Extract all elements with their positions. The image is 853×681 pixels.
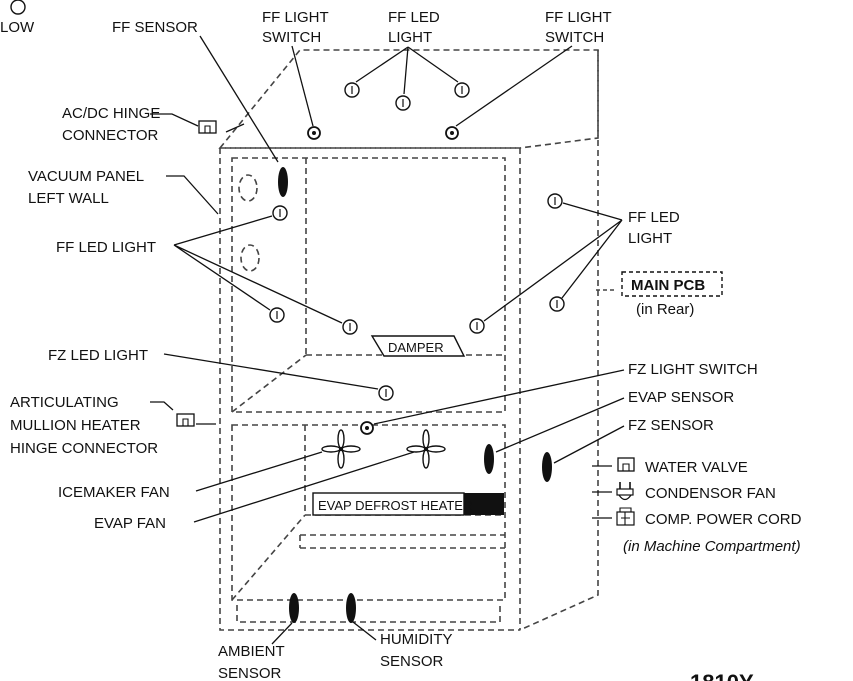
ff-led-light-right-label-line2: LIGHT [628,230,672,247]
fz-sensor-label: FZ SENSOR [628,417,714,434]
acdc-hinge-label-line1: AC/DC HINGE [62,105,160,122]
ff-light-switch-left-icon [307,126,321,140]
fz-light-switch-label: FZ LIGHT SWITCH [628,361,758,378]
connector-icon [198,120,217,134]
ff-sensor-label: FF SENSOR [112,19,198,36]
main-pcb-box [621,271,723,297]
ff-led-light-top-label-line2: LIGHT [388,29,432,46]
ff-led-light-left-label: FF LED LIGHT [56,239,156,256]
articulating-label-line1: ARTICULATING [10,394,119,411]
ff-led-light-right-icons [469,193,565,334]
damper-label: DAMPER [388,340,444,355]
figure-number: 1810Y [690,670,754,681]
mullion-connector-icon [176,413,195,427]
ff-light-switch-right-label-line2: SWITCH [545,29,604,46]
water-valve-icon [617,457,635,472]
water-valve-label: WATER VALVE [645,459,748,476]
icemaker-fan-label: ICEMAKER FAN [58,484,170,501]
vacuum-panel-label-line2: LEFT WALL [28,190,109,207]
acdc-hinge-label-line2: CONNECTOR [62,127,159,144]
ff-sensor-icon [278,167,288,197]
machine-compartment-note: (in Machine Compartment) [623,538,801,555]
evap-sensor-icon [484,444,494,474]
machine-compartment-items: WATER VALVE CONDENSOR FAN COMP. POWER CO… [592,457,802,555]
humidity-sensor-label-line2: SENSOR [380,653,444,670]
vacuum-panel-icons [238,174,260,272]
cropped-circle-icon [10,0,26,15]
fz-light-switch-icon [360,421,374,435]
damper: DAMPER [370,335,466,357]
ff-led-light-left-icons [269,205,358,335]
fz-sensor-icon [542,452,552,482]
evap-fan-label: EVAP FAN [94,515,166,532]
comp-power-cord-label: COMP. POWER CORD [645,511,802,528]
articulating-label-line2: MULLION HEATER [10,417,141,434]
humidity-sensor-label-line1: HUMIDITY [380,631,453,648]
ff-light-switch-right-icon [445,126,459,140]
main-pcb-note: (in Rear) [636,301,694,318]
comp-power-cord-icon [616,507,635,526]
evap-defrost-heater-label: EVAP DEFROST HEATER [318,498,472,513]
ff-led-light-top-icons [344,82,470,111]
condensor-fan-label: CONDENSOR FAN [645,485,776,502]
cabinet-outline [218,49,599,631]
articulating-label-line3: HINGE CONNECTOR [10,440,158,457]
ambient-sensor-label-line1: AMBIENT [218,643,285,660]
ambient-sensor-icon [289,593,299,623]
evap-defrost-heater: EVAP DEFROST HEATER [312,492,504,516]
ff-led-light-right-label-line1: FF LED [628,209,680,226]
ff-light-switch-left-label-line1: FF LIGHT [262,9,329,26]
condensor-fan-icon [616,482,634,501]
ff-light-switch-right-label-line1: FF LIGHT [545,9,612,26]
ambient-sensor-label-line2: SENSOR [218,665,282,681]
icemaker-fan-icon [321,429,361,469]
evap-fan-icon [406,429,446,469]
main-pcb-label: MAIN PCB [631,277,705,294]
ff-light-switch-left-label-line2: SWITCH [262,29,321,46]
humidity-sensor-icon [346,593,356,623]
vacuum-panel-label-line1: VACUUM PANEL [28,168,144,185]
fz-led-light-icon [378,385,394,401]
cropped-low-label: LOW [0,19,35,36]
fz-led-light-label: FZ LED LIGHT [48,347,148,364]
evap-sensor-label: EVAP SENSOR [628,389,734,406]
ff-led-light-top-label-line1: FF LED [388,9,440,26]
